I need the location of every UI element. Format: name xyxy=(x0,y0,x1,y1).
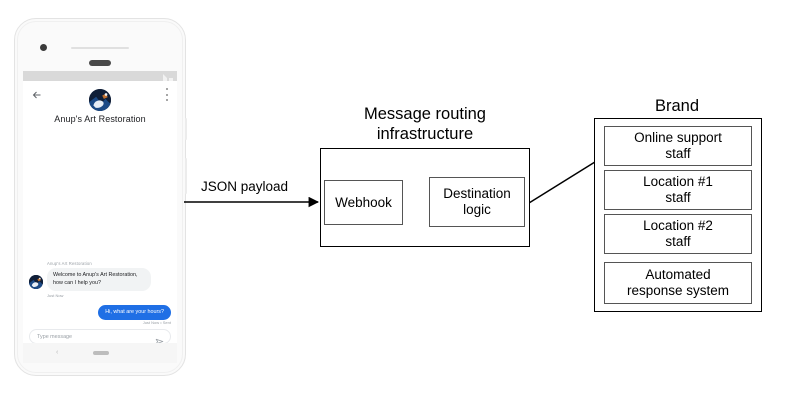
message-composer[interactable]: Type message xyxy=(29,329,171,343)
signal-icon xyxy=(163,74,167,82)
nav-home-pill-icon[interactable] xyxy=(93,351,109,355)
brand-item-online-support-staff[interactable]: Online support staff xyxy=(604,126,752,166)
avatar-artwork xyxy=(89,89,111,111)
earpiece-speaker xyxy=(89,60,111,66)
app-bar: Anup's Art Restoration xyxy=(23,81,177,129)
back-arrow-icon[interactable] xyxy=(31,89,43,101)
nav-back-icon[interactable]: ‹ xyxy=(56,349,59,356)
status-bar xyxy=(23,71,177,82)
brand-item-location-2-staff[interactable]: Location #2 staff xyxy=(604,214,752,254)
infrastructure-title-line1: Message routing xyxy=(364,105,486,123)
brand-item-automated-response-system[interactable]: Automated response system xyxy=(604,262,752,304)
page-title: Anup's Art Restoration xyxy=(54,114,146,124)
incoming-message-bubble: Welcome to Anup's Art Restoration, how c… xyxy=(47,268,151,291)
brand-item-line2: staff xyxy=(665,234,691,249)
kebab-menu-icon[interactable] xyxy=(165,88,168,101)
brand-item-line2: response system xyxy=(626,283,730,298)
incoming-message-timestamp: Just Now xyxy=(47,293,64,298)
brand-item-line2: staff xyxy=(665,190,691,205)
avatar-artwork xyxy=(29,275,43,289)
phone-bezel xyxy=(17,21,183,373)
edge-label-json-payload: JSON payload xyxy=(201,179,289,194)
brand-item-line1: Online support xyxy=(634,130,722,145)
phone-mockup: Anup's Art Restoration Anup's Art Restor… xyxy=(14,18,187,376)
wifi-icon xyxy=(169,78,173,82)
outgoing-message-bubble: Hi, what are your hours? xyxy=(98,305,171,320)
node-destination-logic-line1: Destination xyxy=(443,186,511,201)
node-destination-logic[interactable]: Destination logic xyxy=(429,177,525,227)
brand-item-location-1-staff[interactable]: Location #1 staff xyxy=(604,170,752,210)
message-input-placeholder[interactable]: Type message xyxy=(37,334,73,340)
brand-item-line1: Location #1 xyxy=(643,174,713,189)
infrastructure-title-line2: infrastructure xyxy=(376,125,474,143)
send-icon[interactable] xyxy=(155,333,164,343)
brand-item-line1: Automated xyxy=(645,267,711,282)
phone-screen: Anup's Art Restoration Anup's Art Restor… xyxy=(23,71,177,343)
volume-button[interactable] xyxy=(185,118,187,140)
brand-item-line1: Location #2 xyxy=(643,218,713,233)
node-webhook-label: Webhook xyxy=(335,194,392,210)
message-sender-name: Anup's Art Restoration xyxy=(47,261,92,266)
node-destination-logic-line2: logic xyxy=(463,202,491,217)
android-nav-bar: ‹ xyxy=(23,343,177,363)
message-avatar xyxy=(29,275,43,289)
brand-item-line2: staff xyxy=(665,146,691,161)
node-webhook[interactable]: Webhook xyxy=(324,180,403,225)
status-bar-icons xyxy=(163,74,173,82)
outgoing-message-timestamp: Just Now • Sent xyxy=(142,320,171,325)
front-camera-icon xyxy=(40,44,47,51)
infrastructure-title: Message routing infrastructure xyxy=(320,104,530,144)
phone-top-dash xyxy=(71,47,129,49)
brand-title: Brand xyxy=(654,97,700,115)
avatar xyxy=(89,89,111,111)
power-button[interactable] xyxy=(185,158,187,194)
